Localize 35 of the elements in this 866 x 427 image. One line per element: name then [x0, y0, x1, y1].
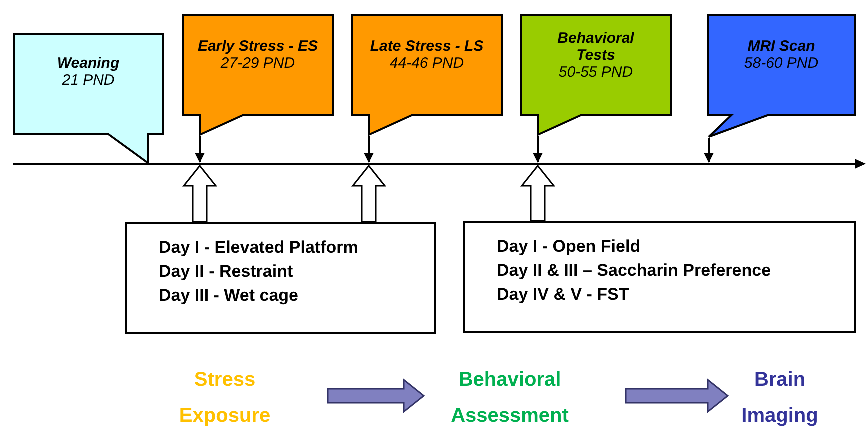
callout-box: [520, 14, 672, 136]
event-title: Weaning: [56, 55, 121, 72]
event-title: Behavioral Tests: [556, 30, 636, 64]
event-title: Late Stress - LS: [369, 38, 485, 55]
arrow: [704, 138, 714, 163]
procedure-text: Day III - Wet cage: [159, 285, 300, 307]
procedure-text: Day II & III – Saccharin Preference: [497, 260, 772, 282]
arrow: [195, 136, 205, 163]
block-arrow: [625, 378, 730, 414]
arrow: [364, 136, 374, 163]
procedure-text: Day II - Restraint: [159, 261, 294, 283]
age-label: 50-55 PND: [558, 64, 634, 81]
procedure-text: Day I - Open Field: [497, 236, 642, 258]
event-title: Early Stress - ES: [196, 38, 320, 55]
age-label: 58-60 PND: [743, 55, 820, 72]
procedure-text: Day IV & V - FST: [497, 284, 630, 306]
stage-text: Brain Imaging: [740, 368, 820, 427]
callout-box: [707, 14, 856, 138]
stage-text: Behavioral Assessment: [450, 368, 570, 427]
age-label: 21 PND: [61, 72, 116, 89]
event-title: MRI Scan: [746, 38, 816, 55]
age-label: 27-29 PND: [220, 55, 296, 72]
callout-box: [182, 14, 334, 136]
arrow: [533, 136, 543, 163]
procedure-text: Day I - Elevated Platform: [159, 237, 360, 259]
callout-box: [13, 33, 164, 164]
stage-text: Stress Exposure: [178, 368, 272, 427]
procedure-box: [125, 222, 436, 334]
block-arrow: [520, 164, 556, 222]
block-arrow: [351, 164, 387, 223]
procedure-box: [463, 221, 856, 333]
block-arrow: [327, 378, 426, 414]
callout-box: [351, 14, 503, 136]
age-label: 44-46 PND: [388, 55, 466, 72]
block-arrow: [182, 164, 218, 223]
